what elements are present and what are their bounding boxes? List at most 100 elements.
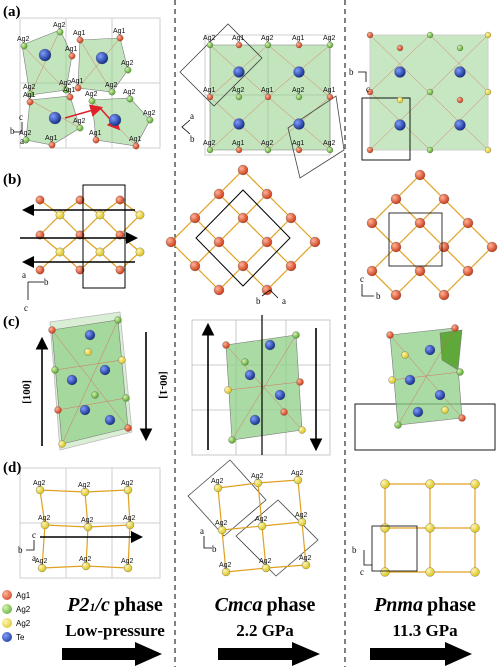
ag2-atom <box>257 521 267 531</box>
ag1-atom <box>213 236 225 248</box>
bond <box>290 217 316 243</box>
bond <box>39 251 61 271</box>
phase-word-cmca: phase <box>266 594 316 616</box>
te-atom <box>38 48 52 62</box>
ag2-atom <box>261 563 271 573</box>
ag1-atom <box>261 284 273 296</box>
ag1-atom <box>414 169 426 181</box>
ag2-atom <box>425 567 435 577</box>
ag1-atom <box>237 212 249 224</box>
axis-b-b2: b <box>256 296 261 306</box>
atom-label: Ag2 <box>292 87 305 94</box>
atom-label: Ag1 <box>73 30 86 37</box>
ag2-atom <box>456 368 464 376</box>
ag1-atom <box>235 41 243 49</box>
bond <box>395 174 421 200</box>
ag2-atom <box>292 331 300 339</box>
ag2-atom <box>235 93 243 101</box>
ag2-atom <box>326 146 334 154</box>
te-atom <box>48 111 62 125</box>
bond <box>419 222 445 248</box>
ag1-atom <box>296 378 304 386</box>
axis-a-d1: a <box>32 553 36 563</box>
ag2-atom <box>301 560 311 570</box>
bond <box>84 489 129 493</box>
bond <box>217 482 259 489</box>
axis-b-b1: b <box>44 277 49 287</box>
atom-label: Ag1 <box>113 28 126 35</box>
ag1-atom <box>438 289 450 301</box>
axis-b-d2: b <box>212 544 217 554</box>
ag2-atom <box>55 210 65 220</box>
panel-label-b: (b) <box>3 172 22 188</box>
te-atom <box>66 374 78 386</box>
bond <box>218 193 244 219</box>
atom-label: Ag1 <box>292 35 305 42</box>
bond <box>119 214 141 236</box>
ag1-atom <box>451 324 459 332</box>
ag2-atom <box>394 421 402 429</box>
ag2-atom <box>228 436 236 444</box>
ag2-atom <box>470 567 480 577</box>
ag1-atom <box>285 260 297 272</box>
panel-label-a: (a) <box>3 4 21 20</box>
bond <box>194 193 220 219</box>
panel-label-d: (d) <box>3 460 22 476</box>
atom-label: Ag2 <box>219 562 232 569</box>
ag1-atom <box>115 230 125 240</box>
atom-label: Ag2 <box>295 512 308 519</box>
axis-a-d2: a <box>200 526 204 536</box>
axis-c-b1: c <box>24 303 28 313</box>
legend-label-ag1: Ag1 <box>16 590 31 600</box>
ag2-atom <box>224 386 232 394</box>
bond <box>59 214 81 236</box>
row-b: a b c b a c b <box>20 164 498 313</box>
atom-label: Ag2 <box>203 140 216 147</box>
bond <box>217 487 223 531</box>
bond <box>261 521 303 527</box>
bond <box>395 246 421 272</box>
legend-swatch-ag2-green <box>2 604 12 614</box>
atom-label: Ag2 <box>85 91 98 98</box>
ag1-atom <box>189 212 201 224</box>
phase-title-cmca: Cmca phase 2.2 GPa <box>200 594 330 641</box>
ag2-atom <box>426 31 434 39</box>
bond <box>419 174 445 200</box>
atom-label: Ag1 <box>23 92 36 99</box>
atom-label: Ag2 <box>261 35 274 42</box>
ag1-atom <box>366 146 374 154</box>
axis-c-b3: c <box>360 274 364 284</box>
te-atom <box>104 414 116 426</box>
atom-label: Ag1 <box>71 78 84 85</box>
ag2-atom <box>264 41 272 49</box>
bond <box>467 246 493 272</box>
bond <box>395 270 421 296</box>
ag1-atom <box>261 236 273 248</box>
ag2-atom <box>425 523 435 533</box>
ag1-atom <box>75 230 85 240</box>
ag1-atom <box>396 44 404 52</box>
ag2-atom <box>37 563 47 573</box>
te-atom <box>244 369 256 381</box>
bond <box>218 241 244 267</box>
ag1-atom <box>414 265 426 277</box>
axis-c-d1: c <box>32 530 36 540</box>
ag2-atom <box>56 28 64 36</box>
ag1-atom <box>366 88 374 96</box>
bond <box>371 222 397 248</box>
atom-label: Ag1 <box>45 135 58 142</box>
ag1-atom <box>68 52 76 60</box>
atom-label: Ag2 <box>259 558 272 565</box>
bond <box>266 193 292 219</box>
bond <box>99 251 121 271</box>
ag2-atom <box>470 523 480 533</box>
ag2-atom <box>80 487 90 497</box>
ag1-atom <box>35 230 45 240</box>
legend-swatch-te <box>2 632 12 642</box>
te-atom <box>404 374 416 386</box>
te-atom <box>412 406 424 418</box>
bond <box>39 489 46 526</box>
axis-b-d1: b <box>18 545 23 555</box>
